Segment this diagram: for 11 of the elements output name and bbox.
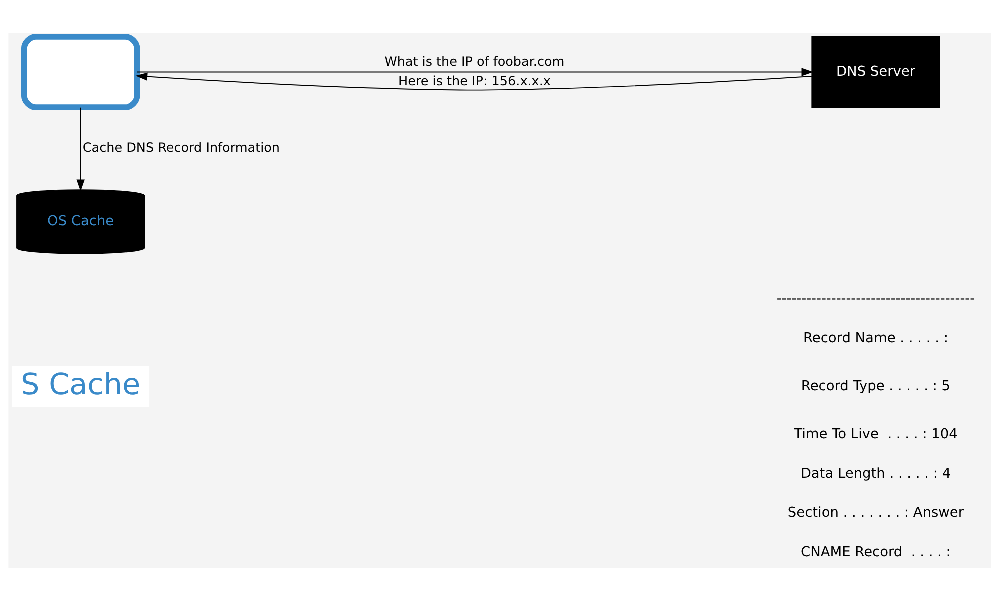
label: ---------------------------------------- — [776, 290, 976, 307]
edge-label: What is the IP of foobar.com — [384, 54, 565, 70]
label: Data Length . . . . . : 4 — [800, 465, 952, 482]
label: S Cache — [21, 366, 141, 401]
label: CNAME Record . . . . : — [801, 544, 951, 560]
label: Time To Live . . . . : 104 — [794, 426, 958, 442]
edge-label: Here is the IP: 156.x.x.x — [398, 74, 551, 89]
label: Record Name . . . . . : — [803, 330, 948, 346]
label: Record Type . . . . . : 5 — [801, 378, 951, 394]
label: Section . . . . . . . : Answer — [788, 504, 964, 521]
edge-label: Cache DNS Record Information — [82, 140, 280, 156]
